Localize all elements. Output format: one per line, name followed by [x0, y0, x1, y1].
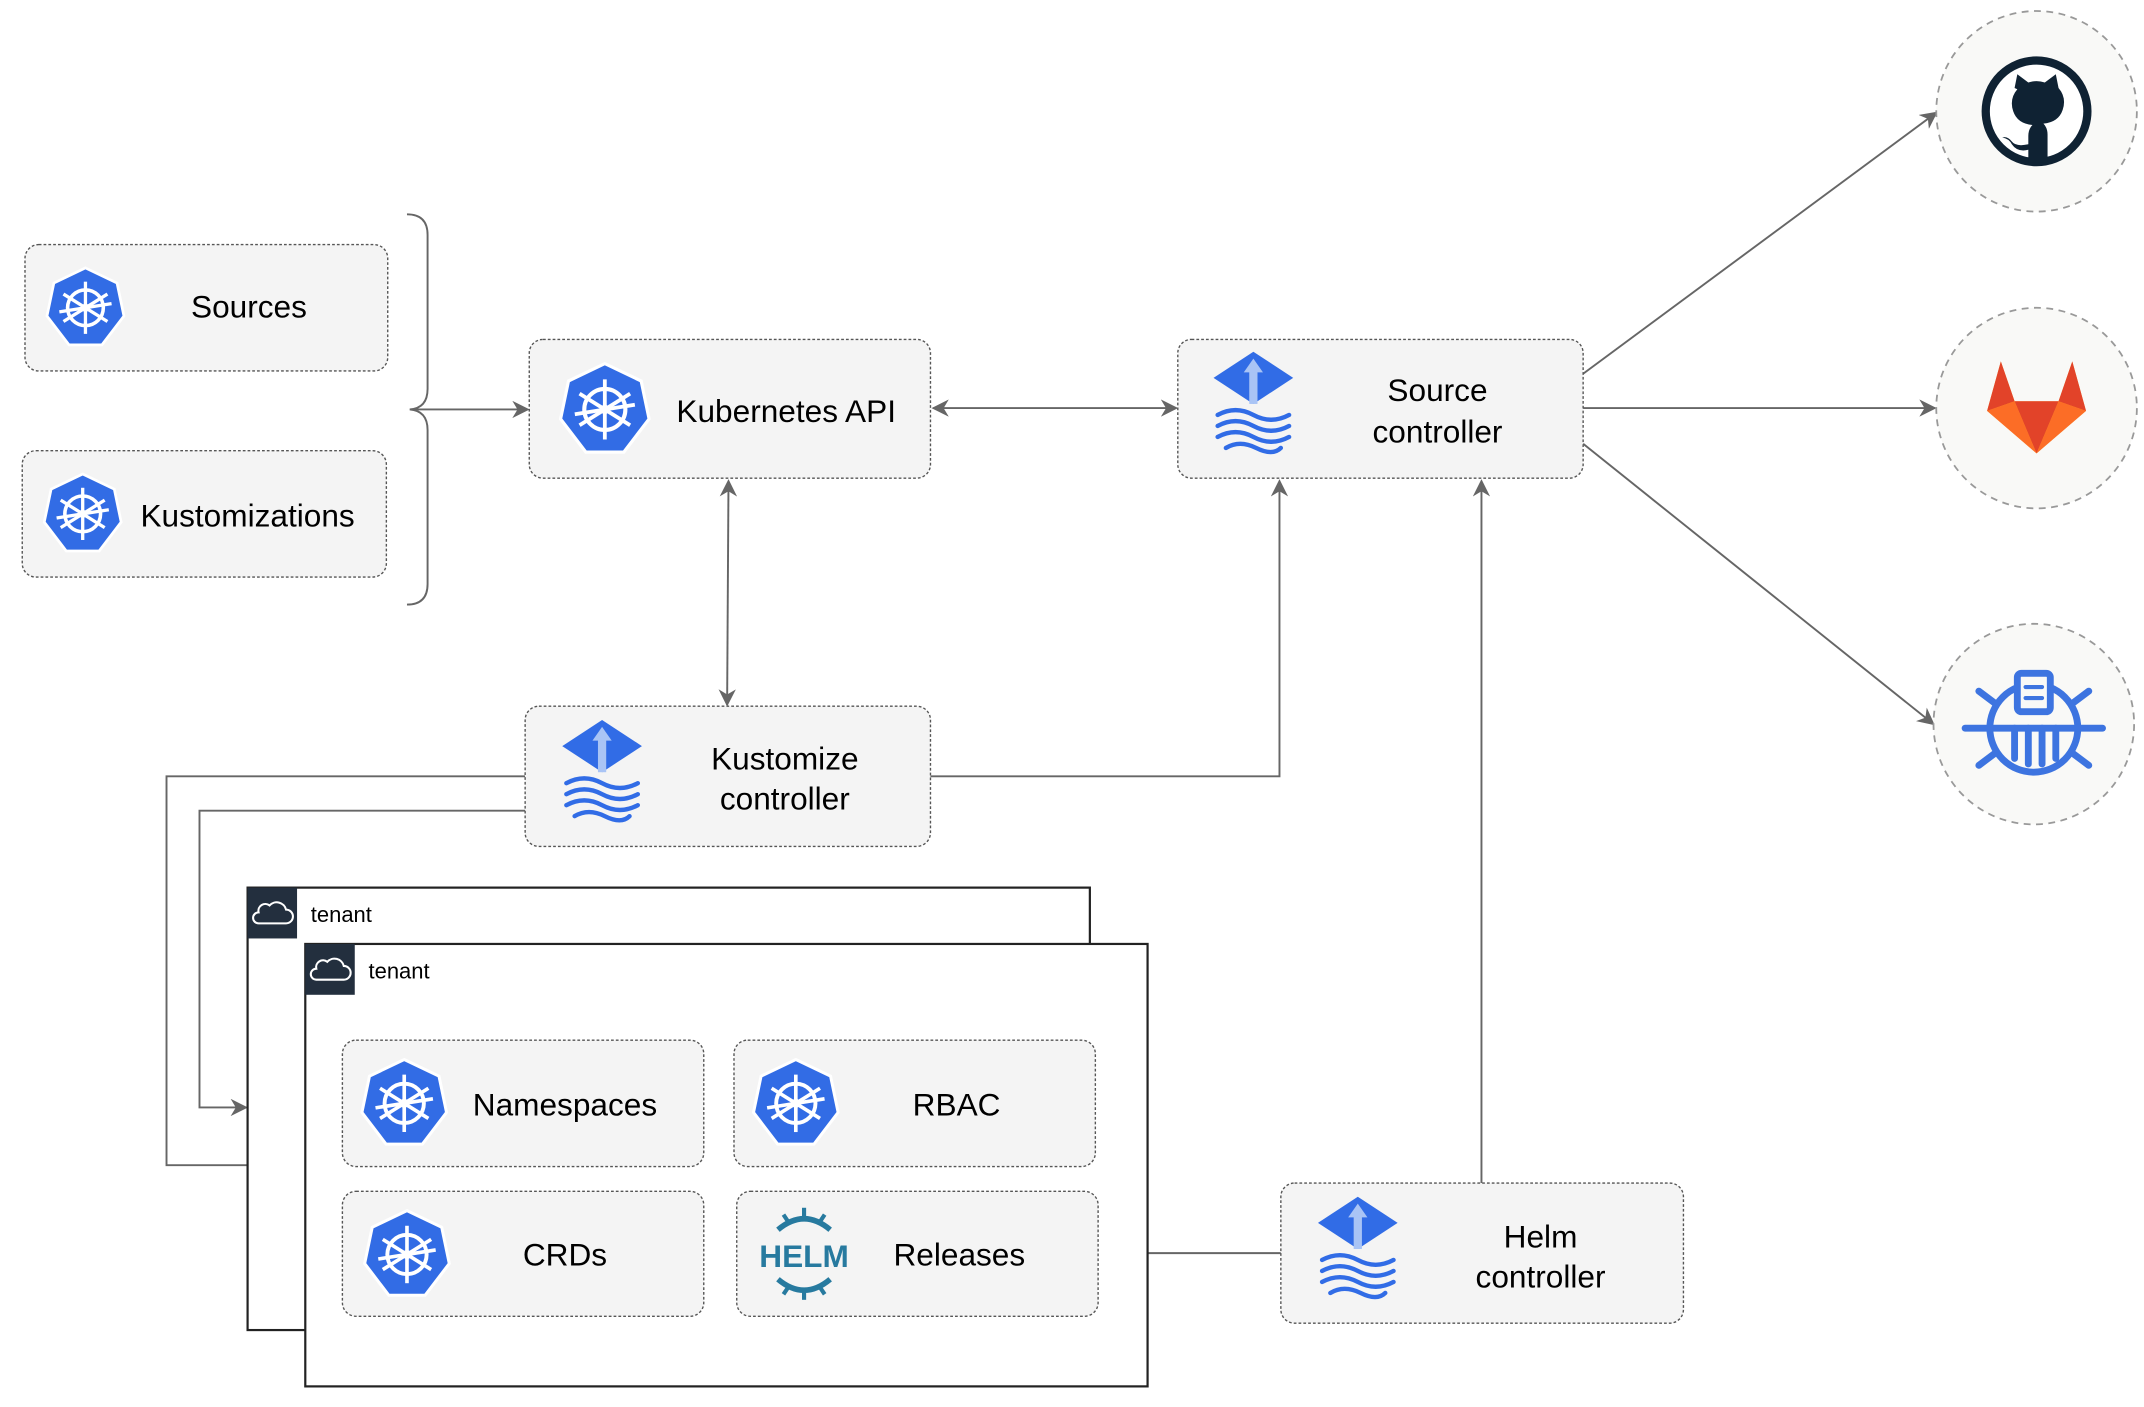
tenant-label: tenant	[311, 902, 372, 927]
tenant-group-front[interactable]: tenant Namespaces RBAC CRDs HELM Release…	[304, 942, 1149, 1388]
external-gitlab[interactable]	[1935, 306, 2138, 510]
cloud-icon	[252, 901, 294, 925]
kustomize-controller-label-line1: Kustomize	[711, 740, 858, 776]
kubernetes-icon	[42, 472, 123, 553]
gitlab-icon	[1987, 361, 2087, 454]
helm-controller-label-line1: Helm	[1504, 1219, 1578, 1255]
node-kubernetes-api[interactable]: Kubernetes API	[528, 338, 932, 479]
arrow-kustomize-to-source	[930, 479, 1289, 778]
kustomizations-label: Kustomizations	[140, 497, 354, 533]
tenant-label: tenant	[369, 958, 430, 983]
crds-label: CRDs	[523, 1236, 607, 1272]
node-kustomize-controller[interactable]: Kustomize controller	[524, 705, 932, 848]
arrow-source-to-bucket	[1582, 443, 1935, 726]
kubernetes-icon	[359, 1057, 449, 1147]
node-sources[interactable]: Sources	[24, 243, 389, 372]
bracket	[406, 213, 429, 606]
connectors	[165, 111, 1938, 1262]
kubernetes-icon	[362, 1208, 452, 1298]
source-controller-label-line1: Source	[1387, 372, 1487, 408]
kubernetes-icon	[45, 266, 126, 347]
node-kustomizations[interactable]: Kustomizations	[21, 449, 388, 578]
kubernetes-icon	[751, 1057, 841, 1147]
kubernetes-icon	[561, 364, 649, 452]
node-rbac[interactable]: RBAC	[733, 1039, 1097, 1168]
node-crds[interactable]: CRDs	[341, 1190, 705, 1318]
node-helm-controller[interactable]: Helm controller	[1280, 1182, 1685, 1324]
arrow-kustomize-to-tenant-front	[165, 775, 526, 1174]
arrow-source-to-github	[1582, 111, 1938, 375]
namespaces-label: Namespaces	[473, 1087, 657, 1123]
helm-icon: HELM	[759, 1207, 849, 1300]
helm-controller-label-line2: controller	[1476, 1258, 1606, 1294]
bucket-icon	[1961, 669, 2106, 776]
node-releases[interactable]: HELM Releases	[736, 1190, 1099, 1318]
sources-label: Sources	[191, 288, 307, 324]
node-source-controller[interactable]: Source controller	[1177, 338, 1584, 479]
helm-logo-text: HELM	[759, 1238, 849, 1274]
kubernetes-api-label: Kubernetes API	[676, 393, 896, 429]
rbac-label: RBAC	[913, 1087, 1001, 1123]
kustomize-controller-label-line2: controller	[720, 780, 850, 816]
github-icon	[1981, 56, 2092, 167]
arrow-api-kustomize-controller	[718, 479, 738, 707]
external-bucket[interactable]	[1932, 622, 2136, 826]
arrow-kustomize-to-tenant-back	[198, 809, 526, 1117]
source-controller-label-line2: controller	[1373, 413, 1503, 449]
node-namespaces[interactable]: Namespaces	[341, 1039, 705, 1168]
external-github[interactable]	[1935, 10, 2138, 213]
cloud-icon	[309, 957, 352, 981]
releases-label: Releases	[893, 1236, 1025, 1272]
